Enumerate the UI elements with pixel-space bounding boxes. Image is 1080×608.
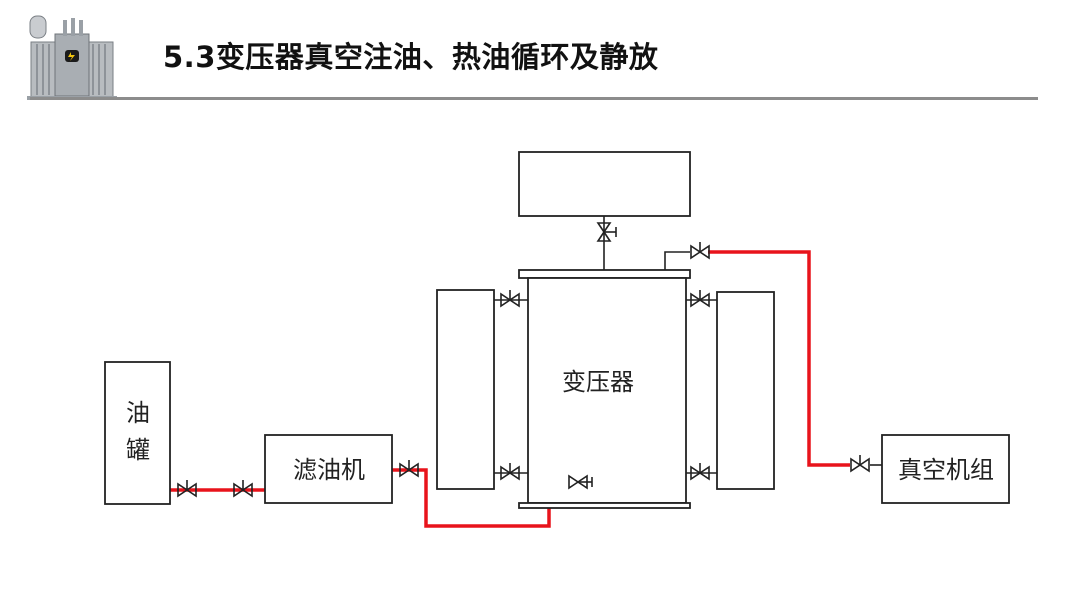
transformer-tank [527, 277, 687, 504]
oil-filter-label: 滤油机 [293, 456, 365, 484]
oil-tank-box [104, 361, 171, 505]
valve-icon[interactable] [399, 459, 419, 477]
valve-icon[interactable] [690, 462, 710, 480]
right-radiator [716, 291, 775, 490]
top-oil-conservator [518, 151, 691, 217]
valve-icon[interactable] [690, 289, 710, 307]
oil-tank-label-1: 油 [126, 399, 150, 427]
transformer-logo-icon [27, 15, 117, 100]
valve-icon[interactable] [500, 289, 520, 307]
vacuum-unit-label: 真空机组 [898, 456, 994, 484]
title-divider [30, 97, 1038, 100]
oil-tank-label-2: 罐 [126, 436, 150, 464]
valve-icon[interactable] [690, 241, 710, 259]
valve-icon[interactable] [177, 479, 197, 497]
transformer-cover [518, 269, 691, 279]
valve-icon[interactable] [596, 222, 617, 242]
left-radiator [436, 289, 495, 490]
valve-icon[interactable] [850, 454, 870, 472]
valve-icon[interactable] [500, 462, 520, 480]
page-title: 5.3变压器真空注油、热油循环及静放 [163, 40, 659, 74]
vacuum-unit-box [881, 434, 1010, 504]
valve-icon[interactable] [233, 479, 253, 497]
transformer-label: 变压器 [562, 368, 634, 396]
transformer-base [518, 502, 691, 509]
oil-filter-box [264, 434, 393, 504]
